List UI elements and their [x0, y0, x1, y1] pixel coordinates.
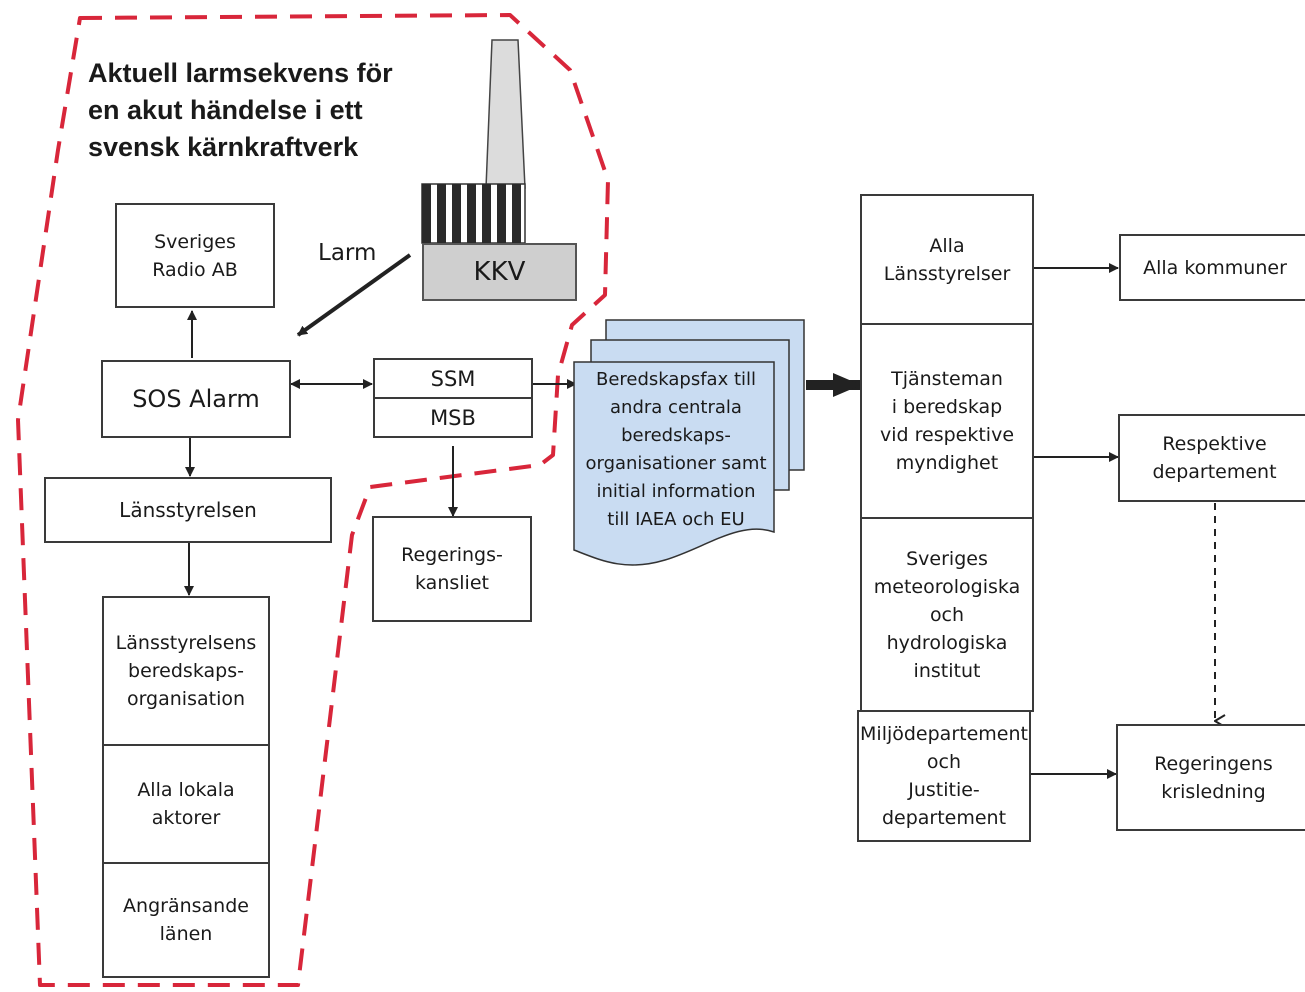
- node-alla-lansstyrelser: Alla Länsstyrelser: [860, 194, 1034, 325]
- node-sos-alarm: SOS Alarm: [101, 360, 291, 438]
- node-ssm: SSM: [373, 358, 533, 399]
- diagram-title: Aktuell larmsekvens för en akut händelse…: [88, 58, 393, 162]
- node-miljo-justitiedepartement: Miljödepartement och Justitie- departeme…: [857, 710, 1031, 842]
- beredskapsfax-document-stack: [573, 319, 805, 566]
- node-alla-kommuner: Alla kommuner: [1119, 234, 1305, 301]
- node-lansstyrelsen: Länsstyrelsen: [44, 477, 332, 543]
- node-angransande-lanen: Angränsande länen: [102, 862, 270, 978]
- larm-arrow: [296, 253, 412, 337]
- node-sveriges-radio: Sveriges Radio AB: [115, 203, 275, 308]
- kkv-box: KKV: [422, 243, 577, 301]
- node-lansstyrelsens-beredskapsorganisation: Länsstyrelsens beredskaps- organisation: [102, 596, 270, 746]
- node-tjansteman-i-beredskap: Tjänsteman i beredskap vid respektive my…: [860, 323, 1034, 519]
- beredskapsfax-text: Beredskapsfax till andra centrala bereds…: [585, 369, 767, 530]
- nuclear-plant-icon: [421, 39, 526, 244]
- node-regeringens-krisledning: Regeringens krisledning: [1116, 724, 1305, 831]
- larm-label: Larm: [318, 240, 377, 266]
- alarm-region-dashed-border: [16, 13, 610, 987]
- node-alla-lokala-aktorer: Alla lokala aktorer: [102, 744, 270, 864]
- kkv-label: KKV: [473, 257, 526, 287]
- node-smhi: Sveriges meteorologiska och hydrologiska…: [860, 517, 1034, 712]
- node-respektive-departement: Respektive departement: [1118, 414, 1305, 502]
- node-msb: MSB: [373, 397, 533, 438]
- node-regeringskansliet: Regerings- kansliet: [372, 516, 532, 622]
